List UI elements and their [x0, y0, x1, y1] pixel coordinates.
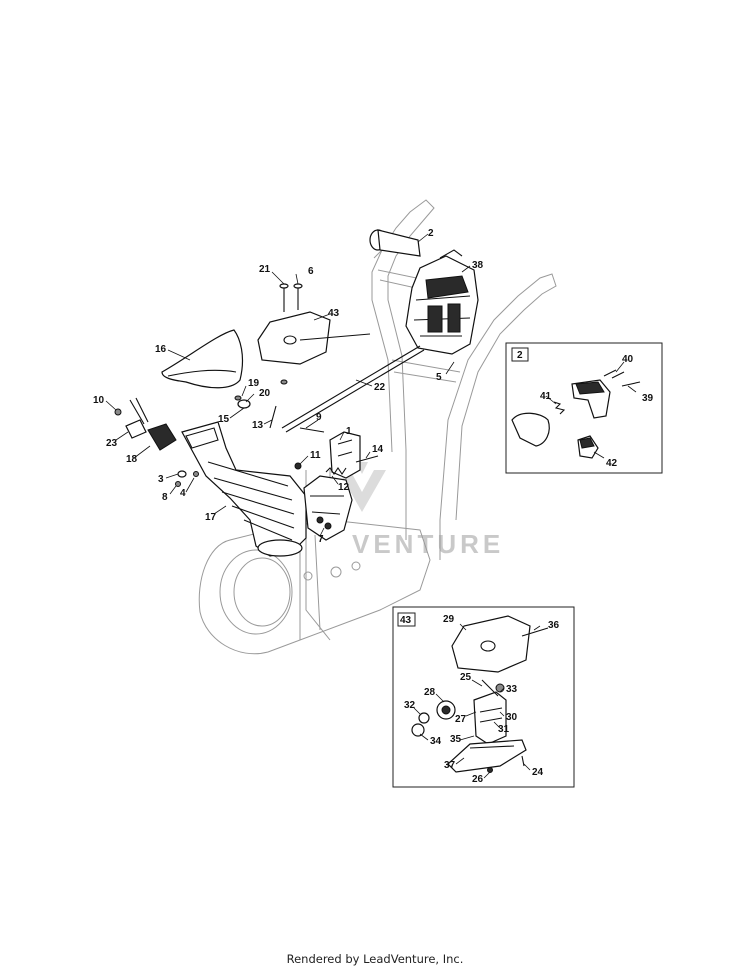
callout-26: 26 — [472, 774, 484, 785]
inset-2: 2 40 41 39 42 — [505, 342, 663, 474]
control-housing — [405, 249, 479, 355]
callout-11: 11 — [310, 450, 321, 461]
callout-38: 38 — [472, 260, 484, 271]
callout-13: 13 — [252, 420, 264, 431]
watermark-text: VENTURE — [352, 529, 504, 559]
callout-34: 34 — [430, 736, 442, 747]
callout-24: 24 — [532, 767, 544, 778]
handle-grip — [369, 229, 421, 257]
callout-8: 8 — [162, 492, 168, 503]
callout-17: 17 — [205, 512, 217, 523]
callout-10: 10 — [93, 395, 105, 406]
chute-cover — [257, 311, 371, 365]
leader-lines — [105, 233, 471, 537]
bolts-21-6 — [279, 283, 303, 312]
callout-40: 40 — [622, 354, 634, 365]
callout-42: 42 — [606, 458, 618, 469]
callout-5: 5 — [436, 372, 442, 383]
callout-9: 9 — [316, 412, 322, 423]
callout-28: 28 — [424, 687, 436, 698]
callout-31: 31 — [498, 724, 510, 735]
callout-4: 4 — [180, 488, 186, 499]
inset-2-tag-box — [511, 347, 529, 362]
pin-and-spring — [325, 455, 379, 475]
discharge-chute — [181, 421, 307, 557]
callout-3: 3 — [158, 474, 164, 485]
tilt-bracket — [114, 397, 177, 451]
chute-bracket — [329, 431, 361, 479]
callout-27: 27 — [455, 714, 467, 725]
callout-19: 19 — [248, 378, 260, 389]
callout-41: 41 — [540, 391, 552, 402]
callout-21: 21 — [259, 264, 271, 275]
inset-43-tag-box — [397, 612, 416, 627]
inset-2-tag: 2 — [517, 350, 523, 361]
callout-23: 23 — [106, 438, 118, 449]
inset-43: 43 29 36 25 33 — [392, 606, 575, 788]
small-hardware — [175, 379, 288, 487]
footer-credit: Rendered by LeadVenture, Inc. — [286, 952, 464, 966]
callout-7: 7 — [318, 534, 324, 545]
inset-2-frame — [505, 342, 663, 474]
callout-33: 33 — [506, 684, 518, 695]
callout-30: 30 — [506, 712, 518, 723]
callout-12: 12 — [338, 482, 350, 493]
callout-14: 14 — [372, 444, 384, 455]
inset-43-tag: 43 — [400, 615, 412, 626]
callout-2: 2 — [428, 228, 434, 239]
main-callouts: 2 38 21 6 43 16 5 22 19 10 20 15 9 13 1 … — [93, 228, 484, 545]
callout-6: 6 — [308, 266, 314, 277]
crank-rod — [281, 345, 425, 433]
chute-deflector — [161, 329, 244, 389]
callout-16: 16 — [155, 344, 167, 355]
callout-15: 15 — [218, 414, 230, 425]
callout-1: 1 — [346, 426, 352, 437]
watermark: VENTURE — [338, 462, 504, 559]
callout-35: 35 — [450, 734, 462, 745]
chute-rotator-base — [303, 475, 353, 541]
callout-25: 25 — [460, 672, 472, 683]
callout-43: 43 — [328, 308, 340, 319]
clip-and-nut — [294, 427, 325, 470]
callout-22: 22 — [374, 382, 386, 393]
callout-36: 36 — [548, 620, 560, 631]
callout-37: 37 — [444, 760, 456, 771]
callout-20: 20 — [259, 388, 271, 399]
callout-39: 39 — [642, 393, 654, 404]
callout-29: 29 — [443, 614, 455, 625]
callout-32: 32 — [404, 700, 416, 711]
callout-18: 18 — [126, 454, 138, 465]
inset-43-frame — [392, 606, 575, 788]
